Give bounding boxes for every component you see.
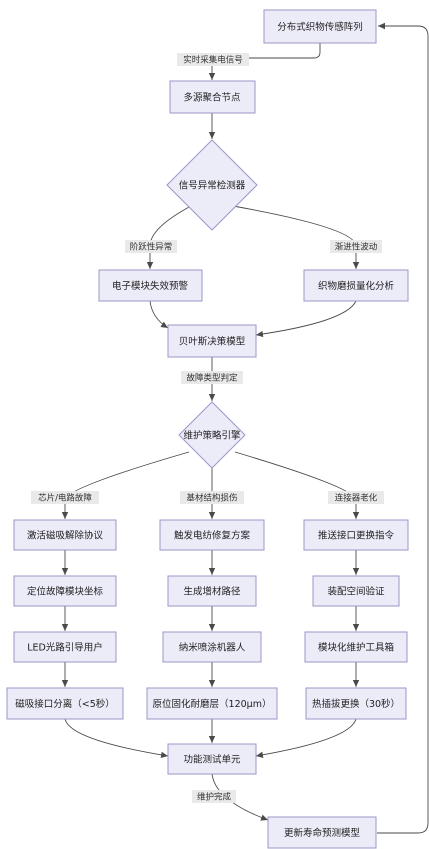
node-sensor-array: 分布式织物传感阵列 [263, 9, 377, 44]
svg-text:纳米喷涂机器人: 纳米喷涂机器人 [179, 642, 246, 654]
node-anomaly-detector: 信号异常检测器 [166, 139, 258, 231]
node-bayes-model: 贝叶斯决策模型 [167, 324, 257, 358]
node-led-guide: LED光路引导用户 [13, 631, 117, 663]
edge-label-substrate-damage: 基材结构损伤 [180, 491, 244, 504]
svg-text:织物磨损量化分析: 织物磨损量化分析 [318, 280, 395, 292]
svg-text:触发电纺修复方案: 触发电纺修复方案 [174, 530, 251, 542]
svg-text:LED光路引导用户: LED光路引导用户 [27, 642, 103, 654]
svg-text:激活磁吸解除协议: 激活磁吸解除协议 [27, 530, 104, 542]
edge-detach-to-test [64, 718, 169, 759]
svg-text:电子模块失效预警: 电子模块失效预警 [112, 280, 189, 292]
svg-text:维护策略引擎: 维护策略引擎 [183, 430, 241, 442]
svg-text:装配空间验证: 装配空间验证 [327, 586, 385, 598]
edge-warning-to-bayes [149, 300, 169, 329]
edge-engine-to-push [234, 451, 360, 519]
node-additive-path: 生成增材路径 [167, 575, 257, 607]
node-modular-tools: 模块化维护工具箱 [304, 631, 408, 663]
edge-label-step-anomaly: 阶跃性异常 [125, 240, 177, 253]
svg-text:基材结构损伤: 基材结构损伤 [186, 493, 237, 504]
svg-text:连接器老化: 连接器老化 [335, 493, 378, 504]
edge-wear-to-bayes [255, 300, 357, 338]
edge-label-gradual: 渐进性波动 [330, 240, 382, 253]
node-wear-analysis: 织物磨损量化分析 [303, 269, 409, 302]
svg-text:维护完成: 维护完成 [197, 792, 232, 803]
edge-hotswap-to-test [255, 718, 357, 758]
svg-text:故障类型判定: 故障类型判定 [186, 373, 238, 384]
svg-text:实时采集电信号: 实时采集电信号 [183, 55, 243, 66]
svg-text:模块化维护工具箱: 模块化维护工具箱 [318, 642, 394, 654]
node-hot-swap: 热插拔更换（30秒） [305, 687, 407, 720]
node-assembly-verify: 装配空间验证 [312, 575, 400, 607]
node-magnetic-detach: 磁吸接口分离（<5秒） [6, 687, 124, 720]
node-strategy-engine: 维护策略引擎 [178, 401, 246, 469]
edge-engine-to-unlock [61, 451, 190, 519]
node-function-test: 功能测试单元 [167, 743, 257, 775]
node-spray-robot: 纳米喷涂机器人 [162, 631, 262, 663]
edge-label-realtime: 实时采集电信号 [177, 53, 249, 66]
svg-text:推送接口更换指令: 推送接口更换指令 [318, 530, 395, 542]
node-locate-fault: 定位故障模块坐标 [13, 575, 117, 607]
edge-detector-to-wear [232, 205, 360, 269]
edge-label-connector-aging: 连接器老化 [328, 491, 384, 504]
svg-text:阶跃性异常: 阶跃性异常 [130, 242, 173, 253]
svg-text:贝叶斯决策模型: 贝叶斯决策模型 [179, 336, 246, 348]
svg-text:原位固化耐磨层（120μm）: 原位固化耐磨层（120μm） [153, 698, 272, 710]
node-push-replace: 推送接口更换指令 [303, 519, 409, 551]
node-lifetime-update: 更新寿命预测模型 [267, 816, 377, 849]
node-repair-plan: 触发电纺修复方案 [159, 519, 265, 551]
svg-text:生成增材路径: 生成增材路径 [183, 586, 241, 598]
svg-text:渐进性波动: 渐进性波动 [335, 242, 378, 253]
edge-label-maintenance-done: 维护完成 [192, 790, 236, 803]
node-insitu-cure: 原位固化耐磨层（120μm） [146, 687, 278, 720]
svg-text:芯片/电路故障: 芯片/电路故障 [38, 493, 92, 504]
svg-text:分布式织物传感阵列: 分布式织物传感阵列 [277, 21, 363, 33]
svg-text:功能测试单元: 功能测试单元 [183, 754, 241, 766]
edge-label-fault-type: 故障类型判定 [181, 371, 243, 384]
svg-text:多源聚合节点: 多源聚合节点 [183, 92, 241, 104]
edge-detector-to-warning [146, 205, 192, 269]
edge-label-chip-fault: 芯片/电路故障 [31, 491, 99, 504]
svg-text:热插拔更换（30秒）: 热插拔更换（30秒） [312, 698, 400, 710]
svg-text:磁吸接口分离（<5秒）: 磁吸接口分离（<5秒） [15, 698, 115, 710]
node-aggregation: 多源聚合节点 [169, 80, 256, 114]
edge-lifetime-feedback-to-sensor [377, 22, 429, 834]
svg-text:定位故障模块坐标: 定位故障模块坐标 [27, 586, 104, 598]
node-electronic-warning: 电子模块失效预警 [98, 269, 203, 302]
svg-text:信号异常检测器: 信号异常检测器 [179, 180, 246, 192]
svg-text:更新寿命预测模型: 更新寿命预测模型 [284, 827, 361, 839]
node-magnetic-unlock: 激活磁吸解除协议 [13, 519, 117, 551]
